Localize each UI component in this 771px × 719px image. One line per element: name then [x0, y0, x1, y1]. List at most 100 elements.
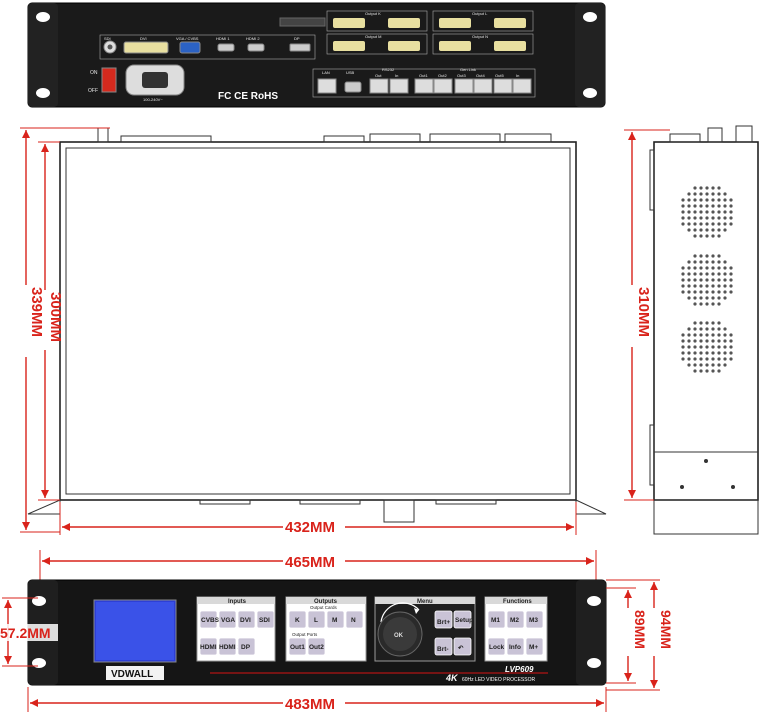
vent-hole	[723, 216, 727, 220]
output-card-l: Output L	[432, 10, 534, 32]
btn-dp[interactable]: DP	[237, 637, 256, 656]
dim-side-depth: 310MM	[624, 129, 670, 501]
vent-hole	[699, 278, 703, 282]
btn-out2[interactable]: Out2	[307, 637, 326, 656]
top-view-chassis	[59, 141, 577, 501]
btn-card-l[interactable]: L	[307, 610, 326, 629]
dim-339-label: 339MM	[28, 287, 45, 337]
vent-hole	[717, 321, 721, 325]
btn-card-m[interactable]: M	[326, 610, 345, 629]
out4-label: Out4	[476, 73, 485, 78]
hdmi2-connector	[247, 43, 265, 52]
vent-hole	[687, 272, 691, 276]
vent-hole	[705, 204, 709, 208]
vent-hole	[705, 357, 709, 361]
btn-hdmi2[interactable]: HDMI 2	[218, 637, 241, 656]
model-name: LVP609	[505, 665, 534, 674]
btn-cvbs[interactable]: CVBS	[199, 610, 220, 629]
vent-hole	[693, 254, 697, 258]
btn-back[interactable]: ↶	[453, 637, 472, 656]
vent-hole	[717, 204, 721, 208]
btn-hdmi1[interactable]: HDMI 1	[199, 637, 222, 656]
vent-hole	[699, 266, 703, 270]
svg-text:M1: M1	[491, 617, 500, 624]
vent-hole	[711, 345, 715, 349]
vent-hole	[681, 204, 685, 208]
btn-sdi[interactable]: SDI	[256, 610, 275, 629]
vent-hole	[711, 222, 715, 226]
vent-hole	[723, 345, 727, 349]
vent-hole	[699, 296, 703, 300]
vent-hole	[693, 339, 697, 343]
vent-hole	[711, 260, 715, 264]
vent-hole	[687, 198, 691, 202]
rear-rack-hole	[36, 12, 50, 22]
btn-card-n[interactable]: N	[345, 610, 364, 629]
vent-hole	[723, 363, 727, 367]
vent-hole	[699, 339, 703, 343]
btn-card-k[interactable]: K	[288, 610, 307, 629]
btn-m-plus[interactable]: M+	[525, 637, 544, 656]
vent-hole	[711, 296, 715, 300]
vent-hole	[723, 260, 727, 264]
svg-text:M+: M+	[529, 644, 538, 651]
svg-text:VGA: VGA	[221, 617, 235, 624]
vent-hole	[723, 296, 727, 300]
btn-setup[interactable]: Setup	[453, 610, 473, 629]
inputs-title: Inputs	[228, 599, 247, 605]
vent-hole	[699, 272, 703, 276]
vent-hole	[687, 339, 691, 343]
btn-info[interactable]: Info	[506, 637, 525, 656]
svg-text:Brt-: Brt-	[437, 646, 449, 653]
outputs-group: Outputs Output Cards K L M N Output Port…	[285, 596, 367, 662]
vent-hole	[699, 333, 703, 337]
link-port	[473, 78, 493, 94]
output-n-label: Output N	[472, 34, 488, 39]
dvi-connector	[123, 41, 169, 54]
svg-text:M: M	[332, 617, 337, 624]
vent-hole	[723, 210, 727, 214]
vent-hole	[705, 278, 709, 282]
btn-out1[interactable]: Out1	[288, 637, 307, 656]
vent-hole	[717, 272, 721, 276]
vent-hole	[717, 345, 721, 349]
btn-vga[interactable]: VGA	[218, 610, 237, 629]
vent-hole	[687, 192, 691, 196]
vent-hole	[693, 345, 697, 349]
btn-brt-minus[interactable]: Brt-	[434, 637, 453, 656]
dim-front-height: 89MM 94MM	[606, 579, 674, 691]
vent-hole	[717, 210, 721, 214]
btn-brt-plus[interactable]: Brt+	[434, 610, 453, 629]
inputs-group: Inputs CVBS VGA DVI SDI HDMI 1 HDMI 2 DP	[196, 596, 276, 662]
vent-hole	[693, 216, 697, 220]
btn-m3[interactable]: M3	[525, 610, 544, 629]
out5-label: Out5	[495, 73, 504, 78]
btn-m2[interactable]: M2	[506, 610, 525, 629]
model-badge-4k: 4K	[445, 673, 459, 683]
rear-rack-hole	[583, 88, 597, 98]
vent-hole	[699, 357, 703, 361]
vent-hole	[705, 327, 709, 331]
vent-hole	[681, 339, 685, 343]
vent-hole	[723, 339, 727, 343]
vent-hole	[705, 363, 709, 367]
vent-hole	[723, 228, 727, 232]
vent-hole	[693, 204, 697, 208]
vent-hole	[717, 290, 721, 294]
menu-knob[interactable]: OK	[377, 611, 423, 657]
btn-m1[interactable]: M1	[487, 610, 506, 629]
vent-hole	[705, 284, 709, 288]
svg-text:Info: Info	[509, 644, 521, 651]
vent-hole	[705, 302, 709, 306]
dvi-label: DVI	[140, 36, 147, 41]
btn-dvi[interactable]: DVI	[237, 610, 256, 629]
btn-lock[interactable]: Lock	[487, 637, 506, 656]
vent-hole	[687, 216, 691, 220]
vent-hole	[693, 357, 697, 361]
vent-hole	[699, 254, 703, 258]
usb-label: USB	[346, 70, 355, 75]
vent-hole	[729, 266, 733, 270]
vent-hole	[699, 198, 703, 202]
vga-connector	[179, 41, 201, 54]
